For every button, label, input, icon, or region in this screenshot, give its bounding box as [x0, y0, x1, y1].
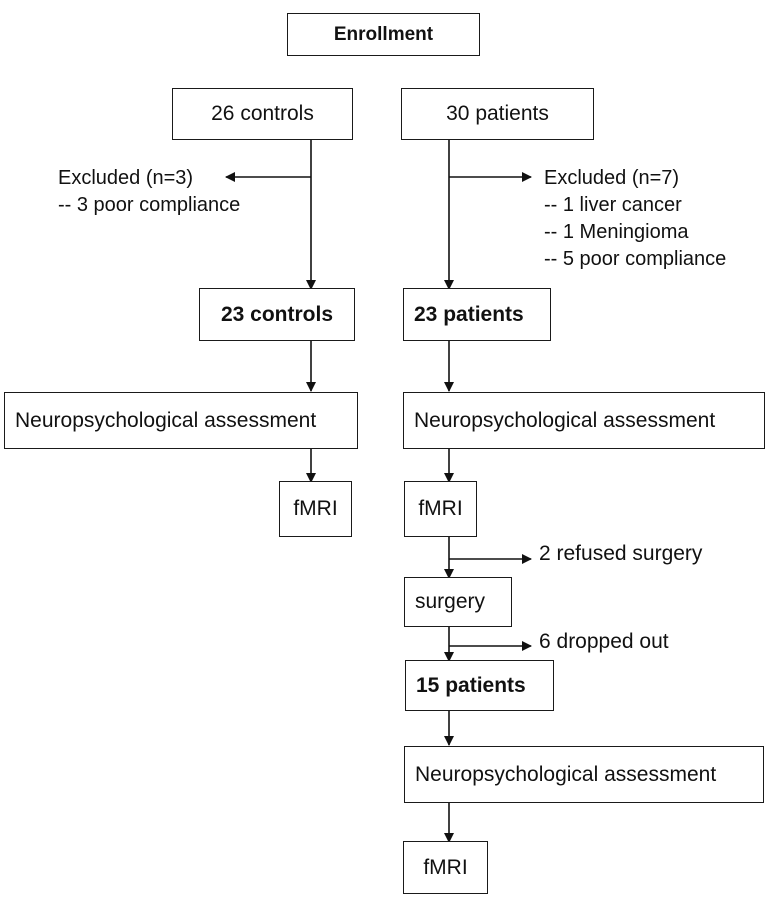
- patients-excluded-line: -- 1 liver cancer: [544, 194, 682, 216]
- refused-surgery-text: 2 refused surgery: [539, 542, 703, 565]
- dropped-out-text: 6 dropped out: [539, 630, 669, 653]
- controls-final-box: 23 controls: [199, 288, 355, 341]
- controls-assessment-box: Neuropsychological assessment: [4, 392, 358, 449]
- patients-start-box: 30 patients: [401, 88, 594, 140]
- followup-patients-box: 15 patients: [405, 660, 554, 711]
- followup-fmri-box: fMRI: [403, 841, 488, 894]
- controls-excluded-text: Excluded (n=3) -- 3 poor compliance: [58, 165, 240, 219]
- surgery-box: surgery: [404, 577, 512, 627]
- patients-fmri-box: fMRI: [404, 481, 477, 537]
- controls-fmri-box: fMRI: [279, 481, 352, 537]
- patients-excluded-line: -- 1 Meningioma: [544, 221, 689, 243]
- followup-assessment-box: Neuropsychological assessment: [404, 746, 764, 803]
- patients-final-box: 23 patients: [403, 288, 551, 341]
- patients-assessment-box: Neuropsychological assessment: [403, 392, 765, 449]
- patients-excluded-text: Excluded (n=7) -- 1 liver cancer -- 1 Me…: [544, 165, 726, 273]
- enrollment-box: Enrollment: [287, 13, 480, 56]
- patients-excluded-line: Excluded (n=7): [544, 167, 680, 189]
- patients-excluded-line: -- 5 poor compliance: [544, 248, 727, 270]
- controls-excluded-line: -- 3 poor compliance: [58, 194, 241, 216]
- controls-excluded-line: Excluded (n=3): [58, 167, 194, 189]
- controls-start-box: 26 controls: [172, 88, 353, 140]
